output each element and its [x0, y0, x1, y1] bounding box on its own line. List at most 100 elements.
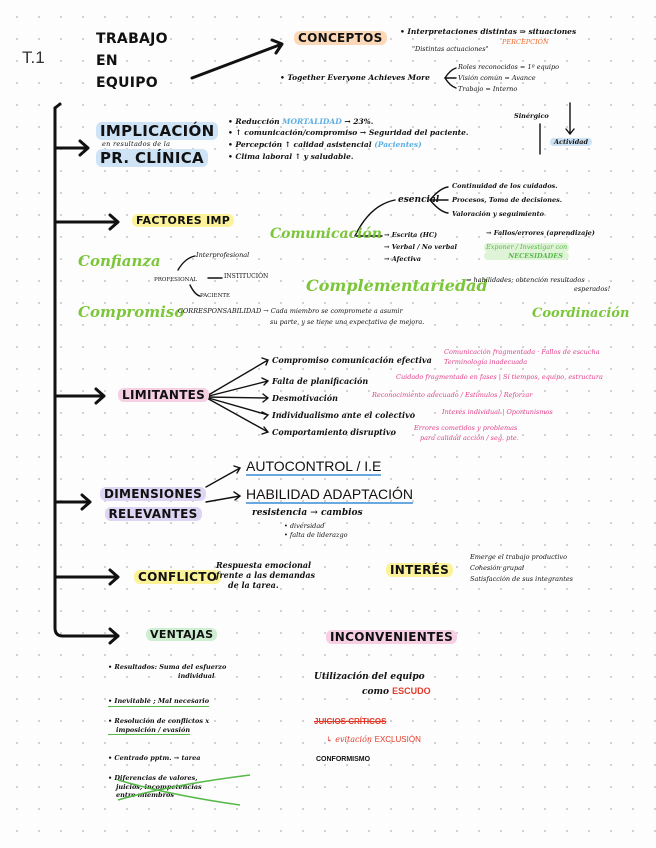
ventaja-item: • Resultados: Suma del esfuerzo individu… — [108, 663, 226, 680]
limitante-note: Reconocimiento adecuado / Estímulos / Re… — [372, 391, 533, 399]
inconvenientes-heading: INCONVENIENTES — [326, 630, 458, 644]
utilizacion-line-2: como ESCUDO — [362, 686, 431, 698]
ventaja-item-line-b: individual — [178, 671, 215, 680]
conceptos-heading-text: CONCEPTOS — [294, 31, 387, 45]
resistencia-label: resistencia → cambios — [252, 508, 363, 518]
branch-arrow-dimensiones — [53, 493, 92, 511]
corresponsabilidad-line-2: su parte, y se tiene una expectativa de … — [270, 318, 425, 326]
interes-item-1: Emerge el trabajo productivo — [470, 553, 567, 561]
conceptos-line1: • Interpretaciones distintas ⇒ situacion… — [400, 27, 576, 37]
branch-arrow-factores — [53, 213, 120, 231]
percepcion-note: PERCEPCIÓN — [502, 38, 549, 46]
title-line-3: EQUIPO — [96, 75, 159, 91]
como-text: como — [362, 687, 390, 697]
conflicto-text-2: frente a las demandas — [216, 570, 316, 580]
habilidad-adaptacion-label: HABILIDAD ADAPTACIÓN — [246, 486, 414, 504]
ventajas-heading: VENTAJAS — [146, 628, 218, 641]
ventaja-item: • Inevitable ; Mal necesario — [108, 697, 210, 707]
escrita-label: → Escrita (HC) — [384, 231, 438, 239]
conformismo-label: CONFORMISMO — [316, 756, 371, 763]
actividad-text: Actividad — [550, 138, 593, 146]
ventaja-item: • Centrado pptm. → tarea — [108, 754, 200, 763]
page-title: TRABAJO EN EQUIPO — [96, 28, 168, 94]
b1-text: • Reducción — [228, 117, 280, 126]
branch-arrow-conflicto — [53, 568, 120, 586]
branch-arrow-limitantes — [53, 387, 106, 405]
utilizacion-line-1: Utilización del equipo — [314, 672, 425, 682]
compromiso-label: Compromiso — [78, 303, 185, 321]
conflicto-text: Respuesta emocional frente a las demanda… — [216, 560, 315, 590]
necesidades-line1: Exponer / Investigar con — [484, 243, 570, 252]
pr-clinica-heading: PR. CLÍNICA — [96, 148, 208, 167]
together-item-1: Roles reconocidos = 1º equipo — [458, 63, 560, 71]
interprofesional-label: Interprofesional — [196, 251, 250, 259]
conflicto-heading: CONFLICTO — [134, 570, 222, 584]
ventaja-item: • Diferencias de valores, juicios, incom… — [108, 774, 202, 800]
juicios-criticos: JUICIOS CRÍTICOS — [314, 717, 387, 726]
ventaja-item-line-a: • Diferencias de valores, — [108, 774, 198, 782]
title-line-2: EN — [96, 53, 118, 69]
together-item-2: Visión común = Avance — [458, 74, 536, 82]
page-label: T.1 — [22, 48, 45, 67]
diversidad-label: • diversidad — [284, 522, 325, 530]
actividad-label: Actividad — [550, 138, 593, 147]
ventaja-item-line-b: imposición / evasión — [108, 726, 191, 735]
necesidades-note: Exponer / Investigar con NECESIDADES — [484, 243, 570, 260]
conceptos-heading: CONCEPTOS — [294, 31, 387, 45]
escrita-note: → Fallos/errores (aprendizaje) — [486, 229, 595, 237]
ventajas-heading-text: VENTAJAS — [146, 628, 218, 641]
limitante-note: Interés individual | Oportunismos — [442, 408, 553, 416]
implicacion-bullet-3: • Percepción ↑ calidad asistencial (Paci… — [228, 140, 422, 150]
b1-end: → 23%. — [344, 117, 374, 126]
evitacion-text: ↳ evitación — [326, 735, 373, 744]
limitante-item: Individualismo ante el colectivo — [272, 410, 416, 420]
limitante-item: Compromiso comunicación efectiva — [272, 355, 432, 365]
implicacion-bullet-1: • Reducción MORTALIDAD → 23%. — [228, 117, 373, 127]
autocontrol-label: AUTOCONTROL / I.E — [246, 458, 382, 476]
implicacion-bullet-4: • Clima laboral ↑ y saludable. — [228, 152, 354, 161]
interes-item-3: Satisfacción de sus integrantes — [470, 575, 574, 583]
liderazgo-label: • falta de liderazgo — [284, 531, 348, 539]
mortalidad-text: MORTALIDAD — [282, 117, 342, 126]
branch-arrow-ventajas — [108, 627, 120, 645]
limitante-item: Comportamiento disruptivo — [272, 427, 396, 437]
limitante-note: Errores cometidos y problemas — [414, 424, 518, 432]
esencial-item-3: Valoración y seguimiento — [452, 210, 544, 218]
necesidades-line2: NECESIDADES — [484, 251, 570, 260]
limitante-item: Desmotivación — [272, 393, 338, 403]
comunicacion-label: Comunicación — [270, 226, 382, 242]
esencial-label: esencial — [398, 195, 440, 205]
interes-heading-text: INTERÉS — [386, 563, 454, 577]
esencial-item-2: Procesos, Toma de decisiones. — [452, 196, 562, 204]
conflicto-text-1: Respuesta emocional — [216, 560, 312, 570]
dimensiones-line2: RELEVANTES — [104, 507, 202, 521]
dimensiones-heading: DIMENSIONES RELEVANTES — [100, 484, 207, 524]
ventaja-item-line-c: entre miembros — [116, 791, 175, 799]
implicacion-block: IMPLICACIÓN en resultados de la PR. CLÍN… — [96, 122, 219, 167]
ventaja-item-line-a: • Centrado pptm. → tarea — [108, 754, 201, 762]
conflicto-text-3: de la tarea. — [228, 580, 279, 590]
conceptos-line1-text: • Interpretaciones distintas ⇒ situacion… — [400, 27, 577, 36]
limitante-note: Comunicación fragmentada · Fallos de esc… — [444, 348, 600, 356]
title-line-1: TRABAJO — [96, 31, 168, 47]
exclusion-text: EXCLUSIÓN — [374, 735, 421, 744]
b3-text: • Percepción ↑ calidad asistencial — [228, 140, 372, 149]
ventaja-item-line-a: • Resultados: Suma del esfuerzo — [108, 663, 227, 671]
together-text: • Together Everyone Achieves More — [280, 73, 430, 82]
complementariedad-note-1: ⇒ habilidades; obtención resultados — [466, 276, 585, 284]
ventaja-item-line-a: • Resolución de conflictos x — [108, 717, 210, 725]
implicacion-bullet-2: • ↑ comunicación/compromiso → Seguridad … — [228, 128, 469, 137]
factores-heading-text: FACTORES IMP — [132, 214, 235, 227]
pacientes-text: (Pacientes) — [374, 140, 422, 149]
complementariedad-label: Complementariedad — [306, 276, 488, 295]
together-item-3: Trabajo = Interno — [458, 85, 518, 93]
conceptos-line1b: "Distintas actuaciones" — [412, 45, 489, 53]
inconvenientes-heading-text: INCONVENIENTES — [326, 630, 458, 644]
institucion-label: INSTITUCIÓN — [224, 273, 269, 280]
confianza-label: Confianza — [78, 252, 161, 270]
limitante-note-2: Terminología inadecuada — [444, 358, 528, 366]
evitacion-label: ↳ evitación EXCLUSIÓN — [326, 735, 421, 744]
